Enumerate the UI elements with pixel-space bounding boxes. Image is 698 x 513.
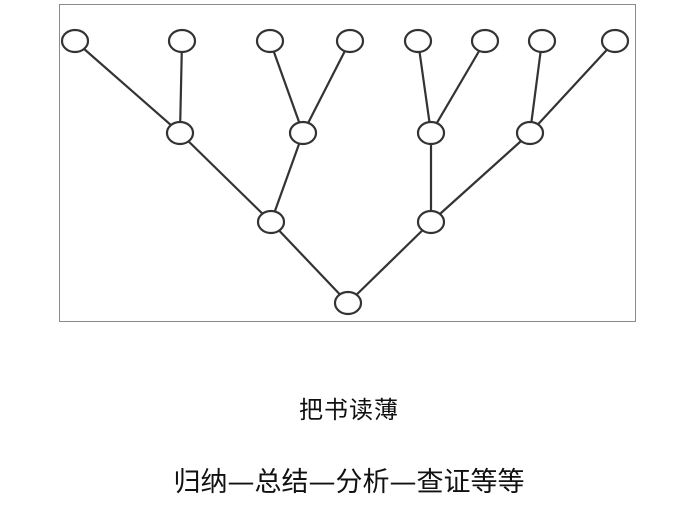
- tree-edge: [416, 40, 433, 134]
- tree-node: [600, 28, 630, 54]
- tree-node: [470, 28, 500, 54]
- tree-node: [333, 290, 363, 316]
- tree-edge: [178, 40, 184, 134]
- tree-node: [256, 209, 286, 235]
- tree-node: [515, 120, 545, 146]
- tree-edge: [268, 40, 305, 134]
- tree-node: [416, 120, 446, 146]
- tree-edge: [270, 221, 349, 304]
- tree-node: [416, 209, 446, 235]
- tree-edge: [347, 221, 432, 304]
- tree-node: [167, 28, 197, 54]
- tree-node: [288, 120, 318, 146]
- tree-node: [255, 28, 285, 54]
- tree-edge: [430, 40, 486, 134]
- tree-edge: [74, 40, 181, 134]
- tree-edge: [179, 132, 272, 223]
- tree-edge: [529, 40, 616, 134]
- caption-title: 把书读薄: [299, 396, 399, 424]
- tree-diagram: [60, 28, 630, 316]
- tree-node: [403, 28, 433, 54]
- tree-node: [60, 28, 90, 54]
- tree-edge: [430, 132, 531, 223]
- tree-node: [165, 120, 195, 146]
- tree-edge: [528, 40, 544, 134]
- tree-node: [527, 28, 557, 54]
- tree-edge: [269, 132, 305, 223]
- tree-node: [335, 28, 365, 54]
- caption-subtitle: 归纳—总结—分析—查证等等: [173, 467, 525, 498]
- tree-edge: [302, 40, 351, 134]
